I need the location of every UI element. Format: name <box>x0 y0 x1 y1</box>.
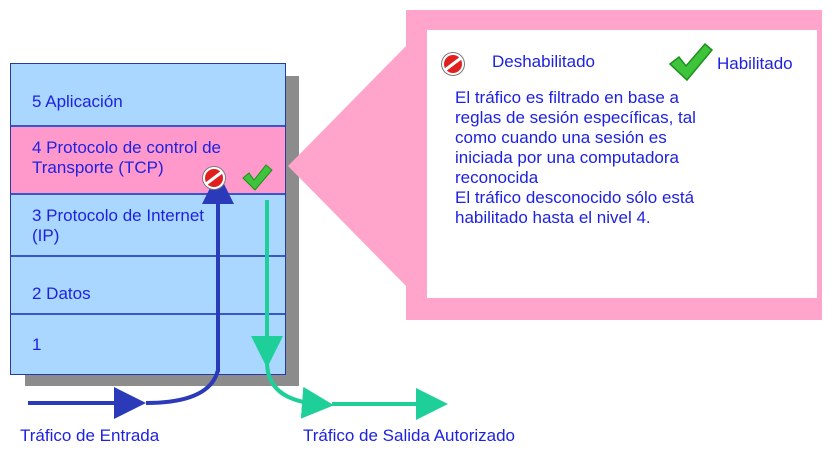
callout-line: reglas de sesión específicas, tal <box>455 108 696 127</box>
callout-line: El tráfico desconocido sólo está <box>455 188 695 207</box>
layer-4-label-line-1: 4 Protocolo de control de <box>32 138 222 157</box>
callout-description: El tráfico es filtrado en base a reglas … <box>455 88 765 228</box>
layer-2-data: 2 Datos <box>11 257 285 315</box>
checkmark-icon <box>668 42 714 82</box>
layer-3-label-line-1: 3 Protocolo de Internet <box>32 206 205 225</box>
callout-line: habilitado hasta el nivel 4. <box>455 208 651 227</box>
inbound-arrow <box>28 172 234 419</box>
checkmark-icon <box>242 164 273 191</box>
layer-1-label: 1 <box>32 335 42 354</box>
callout-line: iniciada por una computadora <box>455 148 679 167</box>
blocked-icon <box>441 52 465 76</box>
blocked-icon <box>202 166 226 190</box>
legend-disabled-label: Deshabilitado <box>492 52 596 71</box>
protocol-stack: 5 Aplicación 4 Protocolo de control de T… <box>10 63 286 375</box>
layer-1: 1 <box>11 315 285 374</box>
layer-2-label: 2 Datos <box>32 284 91 303</box>
callout-panel <box>427 30 817 298</box>
callout-line: El tráfico es filtrado en base a <box>455 88 679 107</box>
callout-line: reconocida <box>455 168 539 187</box>
outbound-arrow <box>251 200 448 420</box>
layer-3-ip: 3 Protocolo de Internet (IP) <box>11 195 285 257</box>
callout-pointer-arrow <box>288 46 424 286</box>
layer-5-application: 5 Aplicación <box>11 64 285 127</box>
callout-line: como cuando una sesión es <box>455 128 667 147</box>
layer-3-label-line-2: (IP) <box>32 226 60 245</box>
layer-4-tcp: 4 Protocolo de control de Transporte (TC… <box>11 127 285 195</box>
layer-5-label: 5 Aplicación <box>32 92 123 111</box>
legend-enabled-label: Habilitado <box>717 54 793 73</box>
layer-4-label-line-2: Transporte (TCP) <box>32 158 164 177</box>
inbound-traffic-label: Tráfico de Entrada <box>20 426 160 445</box>
outbound-traffic-label: Tráfico de Salida Autorizado <box>303 426 515 445</box>
